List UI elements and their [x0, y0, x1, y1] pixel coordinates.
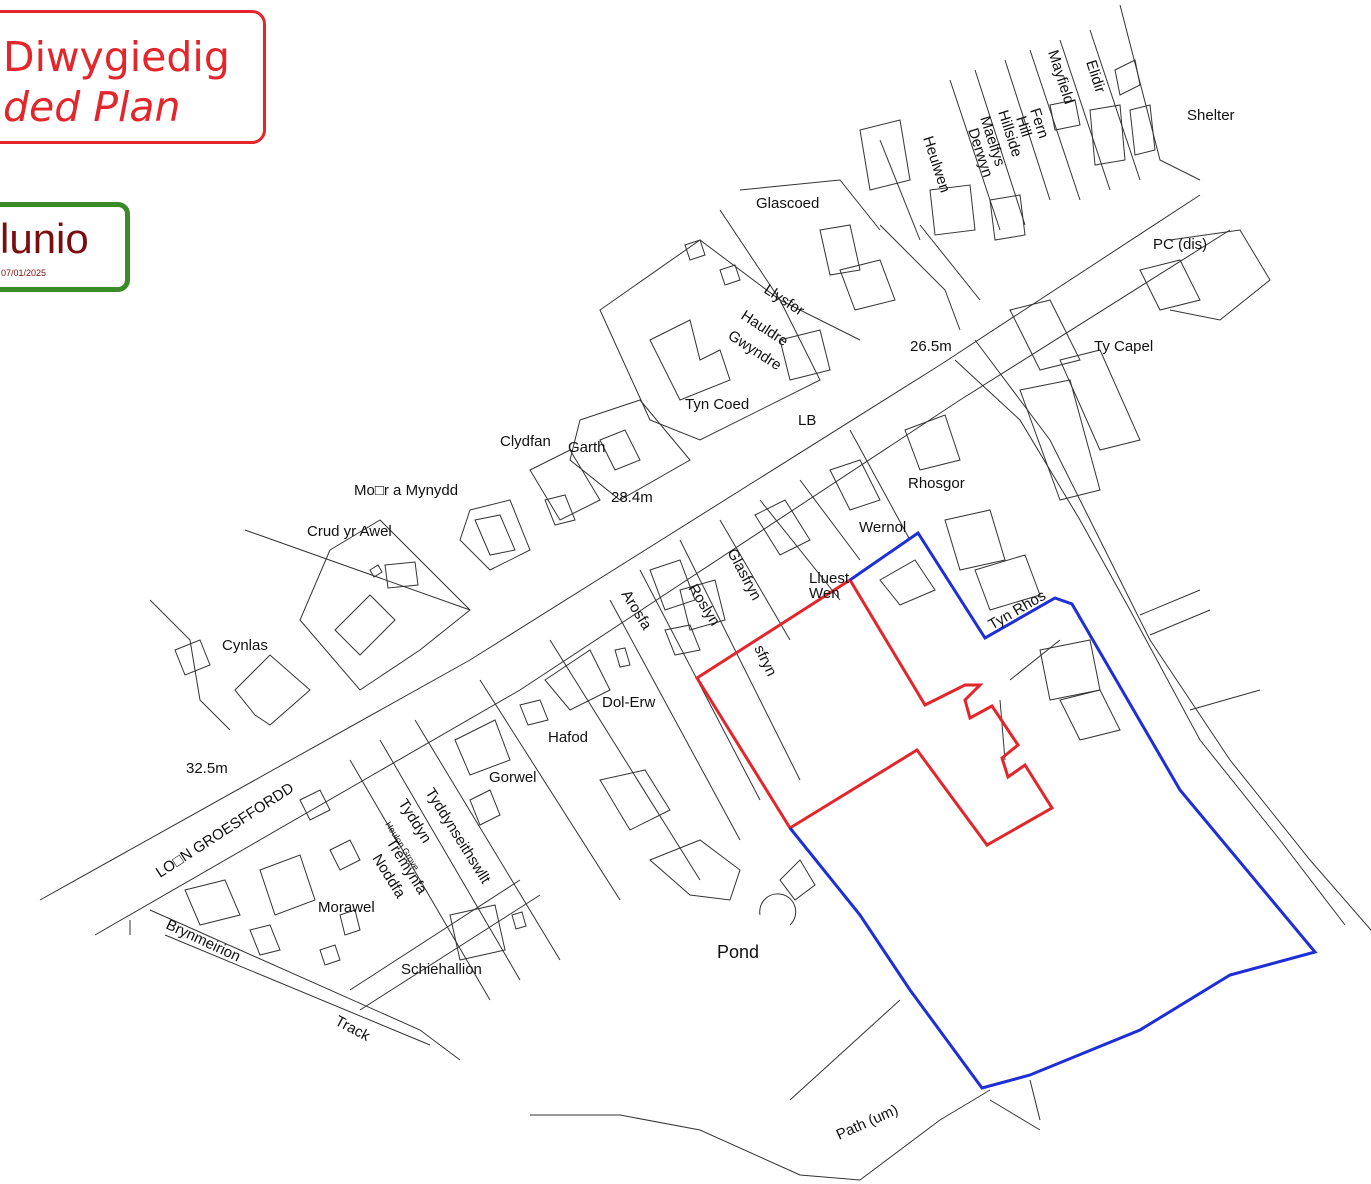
label-tyn-coed: Tyn Coed — [685, 396, 749, 413]
revised-plan-stamp: Diwygiedig ded Plan — [0, 10, 266, 144]
label-morawel: Morawel — [318, 899, 375, 916]
label-gorwel: Gorwel — [489, 769, 537, 786]
label-pc: PC (dis) — [1153, 236, 1207, 253]
revised-stamp-line1: Diwygiedig — [3, 33, 230, 81]
map-linework — [39, 4, 1371, 1181]
label-arosfa: Arosfa — [618, 587, 656, 633]
label-track: Track — [332, 1013, 373, 1046]
label-shelter: Shelter — [1187, 107, 1235, 124]
label-height-325: 32.5m — [186, 760, 228, 777]
label-brynmeirion: Brynmeirion — [163, 916, 243, 965]
blue-boundary — [788, 530, 1318, 1090]
label-tyn-rhos: Tyn Rhos — [986, 587, 1049, 633]
label-pond: Pond — [717, 942, 759, 962]
label-ty-capel: Ty Capel — [1094, 338, 1153, 355]
label-lb: LB — [798, 412, 816, 429]
label-heulwen: Heulwen — [919, 134, 953, 195]
label-hafod: Hafod — [548, 729, 588, 746]
label-elidir: Elidir — [1082, 58, 1108, 95]
label-clydfan: Clydfan — [500, 433, 551, 450]
label-lluest: Lluest — [809, 570, 850, 587]
label-llysfor: Llysfor — [761, 281, 807, 319]
label-mor-a-mynydd: Mo□r a Mynydd — [354, 482, 458, 499]
label-height-284: 28.4m — [611, 489, 653, 506]
label-hill: Hill — [1012, 114, 1035, 139]
label-wernol: Wernol — [859, 519, 906, 536]
label-glascoed: Glascoed — [756, 195, 819, 212]
label-rhosgor: Rhosgor — [908, 475, 965, 492]
revised-stamp-line2: ded Plan — [3, 83, 181, 131]
label-wen: Wen — [809, 585, 840, 602]
status-stamp-date: 07/01/2025 — [1, 268, 47, 278]
label-path: Path (um) — [834, 1101, 901, 1143]
label-dol-erw: Dol-Erw — [602, 694, 656, 711]
label-height-265: 26.5m — [910, 338, 952, 355]
red-boundary — [694, 577, 1055, 847]
label-glasfryn: Glasfryn — [723, 546, 764, 603]
label-crud-yr-awel: Crud yr Awel — [307, 523, 392, 540]
label-cynlas: Cynlas — [222, 637, 268, 654]
map-labels: Shelter Mayfield Elidir Fern Hill Hillsi… — [153, 48, 1235, 1144]
label-schiehallion: Schiehallion — [401, 961, 482, 978]
label-sfryn: sfryn — [750, 642, 780, 679]
label-garth: Garth — [568, 439, 606, 456]
status-stamp-word: lunio — [0, 215, 89, 262]
status-stamp: lunio 07/01/2025 — [0, 202, 130, 292]
